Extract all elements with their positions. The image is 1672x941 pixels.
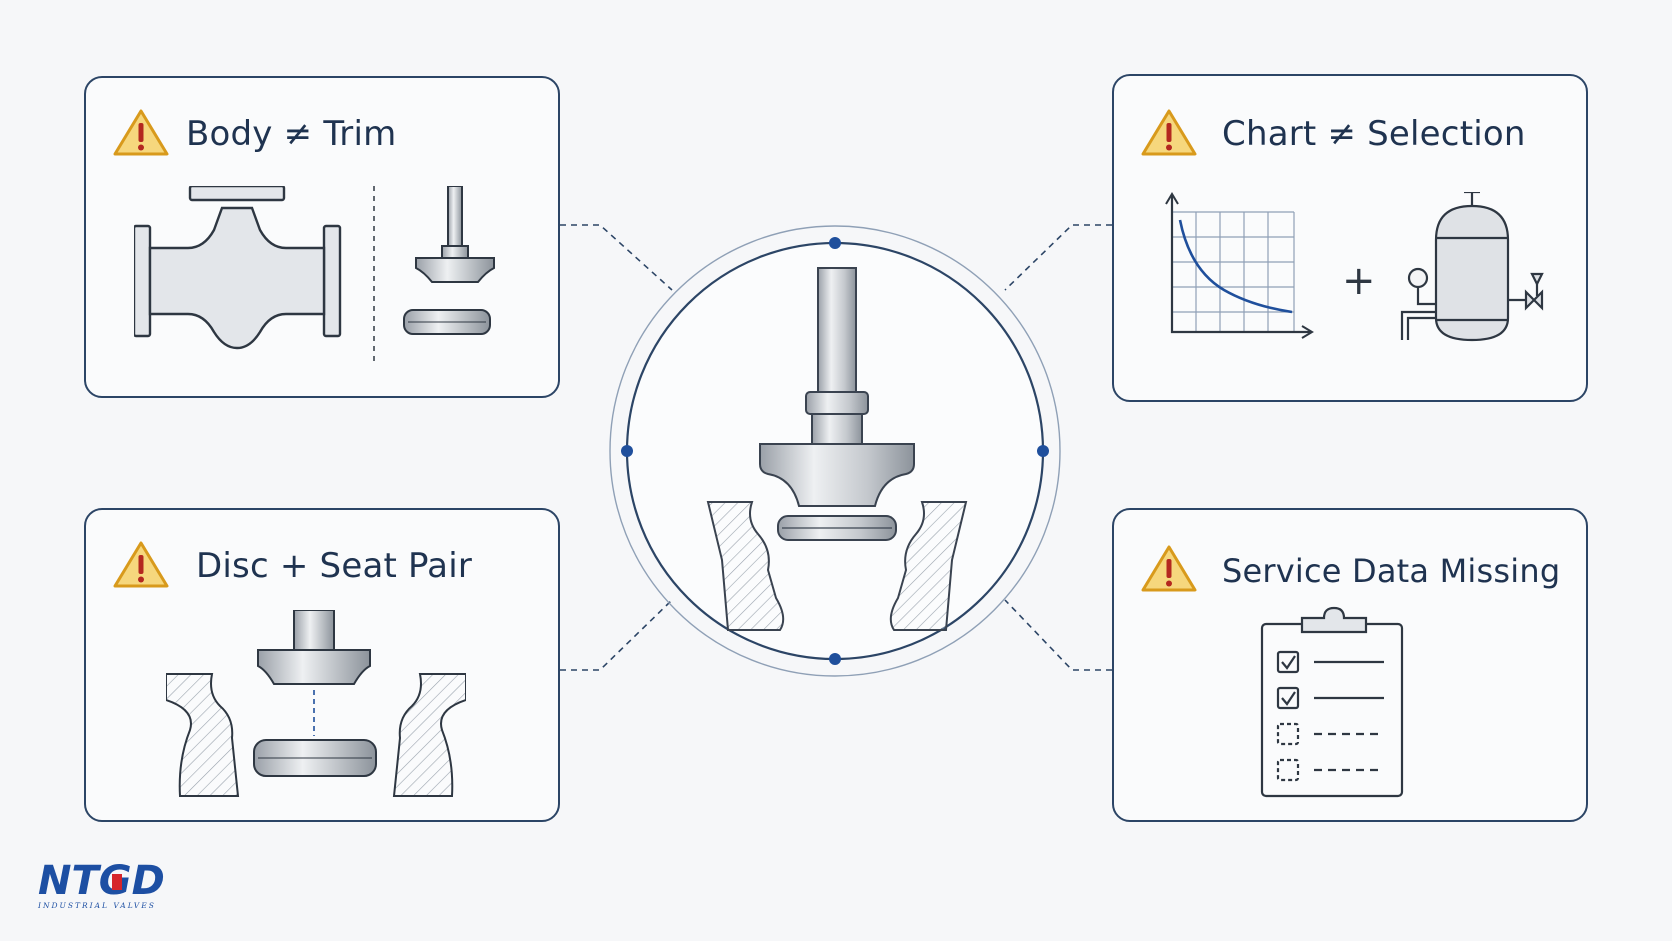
card-chart-selection: Chart ≠ Selection + <box>1112 74 1588 402</box>
connector-top-right <box>1004 224 1112 291</box>
card-title: Disc + Seat Pair <box>196 546 473 586</box>
connector-bottom-right <box>1004 599 1112 671</box>
disc-seat-pair-illustration <box>166 610 466 797</box>
valve-body-icon <box>134 186 342 350</box>
valve-body-vs-trim-illustration <box>134 186 495 366</box>
performance-chart-icon <box>1165 192 1314 339</box>
card-service-data: Service Data Missing <box>1112 508 1588 822</box>
card-title: Body ≠ Trim <box>186 114 397 154</box>
warning-icon <box>1141 545 1197 592</box>
card-disc-seat: Disc + Seat Pair <box>84 508 560 822</box>
card-title: Chart ≠ Selection <box>1222 114 1526 154</box>
connector-top-left <box>560 224 673 291</box>
ntgd-logo: NTGD INDUSTRIAL VALVES <box>37 858 165 910</box>
pressure-vessel-icon <box>1400 192 1544 342</box>
card-body-trim: Body ≠ Trim <box>84 76 560 398</box>
warning-icon <box>1141 109 1197 156</box>
central-valve-illustration <box>609 225 1061 677</box>
valve-trim-icon <box>403 186 495 335</box>
connector-bottom-left <box>560 599 673 671</box>
warning-icon <box>113 541 169 588</box>
card-title: Service Data Missing <box>1222 552 1561 590</box>
clipboard-checklist-icon <box>1260 606 1404 798</box>
chart-plus-vessel-illustration: + <box>1165 192 1544 342</box>
warning-icon <box>113 109 169 156</box>
svg-text:NTGD: NTGD <box>38 858 165 904</box>
svg-text:INDUSTRIAL VALVES: INDUSTRIAL VALVES <box>37 901 156 910</box>
plus-sign: + <box>1342 258 1376 304</box>
